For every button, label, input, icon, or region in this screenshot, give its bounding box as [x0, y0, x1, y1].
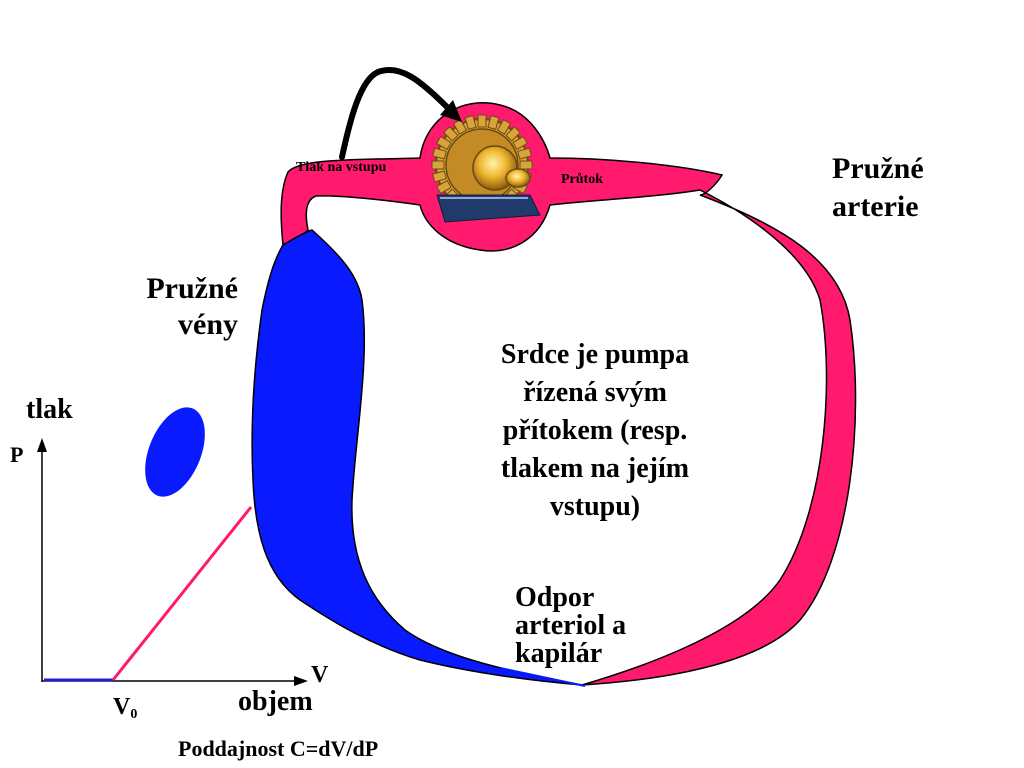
gear-tooth	[436, 179, 452, 195]
resistance-line: kapilár	[515, 638, 603, 669]
compliance-line	[111, 506, 253, 681]
resistance-line: Odpor	[515, 582, 595, 613]
inlet-pressure-label: Tlak na vstupu	[296, 160, 387, 175]
gear-tooth	[477, 114, 487, 128]
pressure-axis-name: tlak	[26, 394, 73, 425]
gear-tooth	[464, 115, 477, 130]
gear-tooth	[452, 119, 468, 135]
resistance-line: arteriol a	[515, 610, 627, 641]
v0-subscript: 0	[130, 707, 138, 722]
heart-text: Srdce je pumpa řízená svým přítokem (res…	[450, 336, 740, 526]
x-axis-arrow	[294, 676, 308, 686]
pump-icon	[431, 114, 541, 223]
gear-tooth	[431, 160, 445, 170]
artery-tube	[280, 102, 857, 686]
gear-tooth	[432, 170, 447, 183]
gear-tooth	[517, 147, 532, 160]
pump-shaft	[505, 168, 531, 188]
arteries-line-2: arterie	[832, 190, 919, 223]
resistance-label: Odpor arteriol a kapilár	[515, 584, 626, 668]
gear-tooth	[436, 135, 452, 151]
arteries-line-1: Pružné	[832, 152, 924, 185]
gear-tooth	[512, 135, 528, 151]
gear-tooth	[432, 147, 447, 160]
volume-axis-symbol: V	[311, 662, 329, 688]
heart-text-line: vstupu)	[549, 491, 641, 522]
y-axis-arrow	[37, 438, 47, 452]
veins-line-2: vény	[178, 308, 238, 341]
feedback-arrow-head	[440, 100, 462, 122]
compliance-caption: Poddajnost C=dV/dP	[178, 736, 379, 761]
feedback-arrow	[339, 66, 451, 160]
veins-line-1: Pružné	[146, 272, 238, 305]
blue-ellipse	[145, 407, 205, 497]
v0-label: V0	[113, 694, 137, 723]
gear-tooth	[505, 126, 521, 142]
arteries-label: Pružné arterie	[832, 152, 924, 224]
volume-axis-name: objem	[238, 686, 313, 717]
gear-tooth	[519, 160, 533, 170]
veins-label: Pružné vény	[120, 272, 238, 342]
heart-text-line: tlakem na jejím	[500, 453, 690, 484]
heart-text-line: Srdce je pumpa	[500, 339, 690, 370]
capillary-link	[499, 667, 586, 687]
gear-tooth	[443, 126, 459, 142]
heart-text-line: řízená svým	[523, 377, 667, 408]
heart-text-line: přítokem (resp.	[502, 415, 688, 446]
flow-label: Průtok	[561, 172, 603, 187]
pump-base	[436, 194, 541, 223]
v0-main: V	[113, 694, 131, 720]
gear-tooth	[487, 115, 500, 130]
pressure-axis-symbol: P	[10, 442, 24, 467]
gear-tooth	[496, 119, 512, 135]
